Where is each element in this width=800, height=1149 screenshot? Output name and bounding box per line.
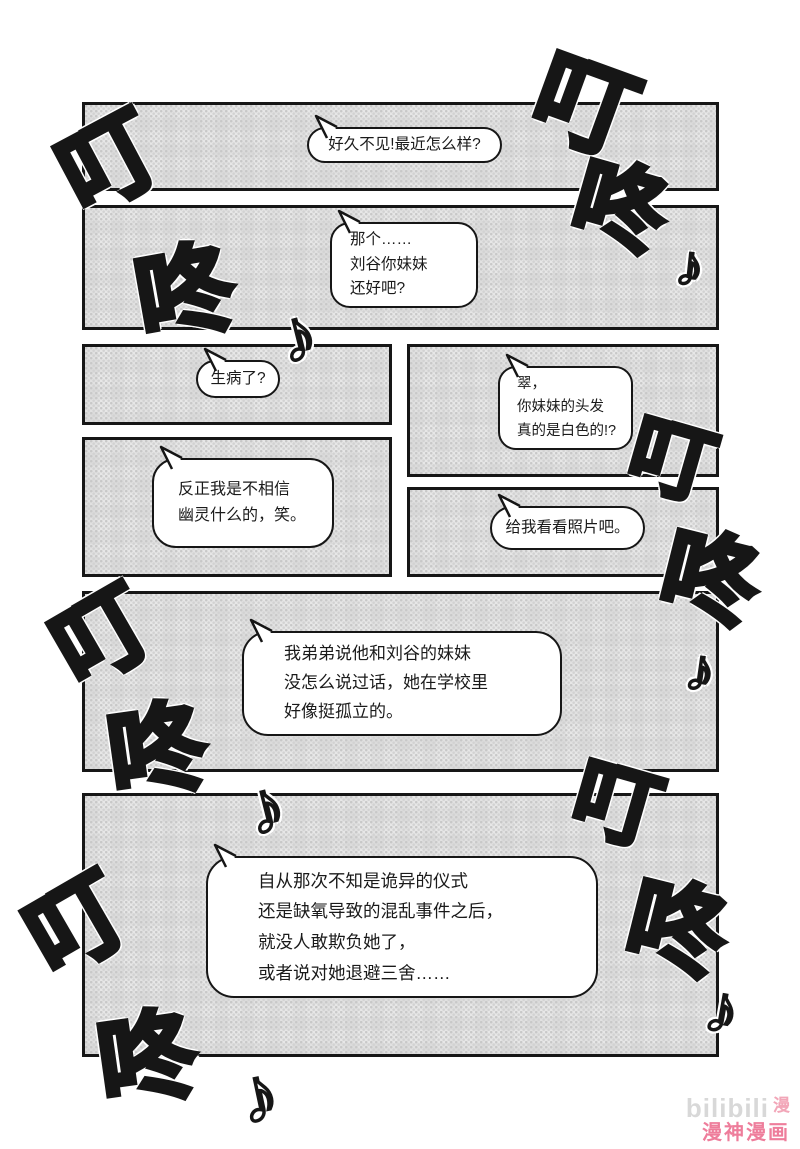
- bubble-tail: [159, 445, 183, 470]
- speech-bubble: 生病了?: [196, 347, 280, 398]
- speech-bubble: 好久不见!最近怎么样?: [307, 114, 502, 163]
- bubble-tail: [314, 114, 338, 139]
- bilibili-logo: bilibili: [685, 1093, 769, 1123]
- sfx-dong: 咚: [88, 995, 205, 1123]
- bubble-text: 还好吧?: [350, 280, 406, 298]
- bubble-tail: [203, 347, 227, 372]
- bubble-text: 我弟弟说他和刘谷的妹妹: [284, 644, 471, 664]
- watermark-name: 漫神漫画: [702, 1122, 790, 1144]
- bubble-text: 反正我是不相信: [178, 481, 291, 499]
- bubble-text: 没怎么说过话，她在学校里: [284, 673, 488, 693]
- speech-bubble: 给我看看照片吧。: [490, 493, 645, 550]
- bubble-text: 刘谷你妹妹: [350, 255, 428, 273]
- bubble-text: 好像挺孤立的。: [284, 701, 403, 721]
- speech-bubble: 我弟弟说他和刘谷的妹妹 没怎么说过话，她在学校里 好像挺孤立的。: [242, 618, 562, 736]
- watermark-badge: 漫: [773, 1096, 790, 1115]
- speech-bubble: 翠， 你妹妹的头发 真的是白色的!?: [498, 353, 633, 450]
- bubble-text: 给我看看照片吧。: [505, 518, 630, 536]
- bubble-text: 真的是白色的!?: [517, 422, 617, 439]
- bubble-tail: [213, 843, 237, 868]
- bubble-text: 还是缺氧导致的混乱事件之后，: [258, 901, 503, 922]
- speech-bubble: 自从那次不知是诡异的仪式 还是缺氧导致的混乱事件之后， 就没人敢欺负她了， 或者…: [206, 843, 598, 998]
- bubble-text: 那个……: [350, 230, 413, 248]
- music-note-icon: ♪: [671, 231, 709, 300]
- bubble-tail: [249, 618, 273, 643]
- bubble-text: 生病了?: [210, 369, 266, 387]
- bubble-text: 好久不见!最近怎么样?: [328, 135, 481, 153]
- speech-bubble: 反正我是不相信 幽灵什么的，笑。: [152, 445, 334, 548]
- bubble-tail: [497, 493, 521, 518]
- bubble-text: 或者说对她退避三舍……: [258, 962, 451, 983]
- sfx-dong: 咚: [98, 687, 215, 815]
- panel-7: [82, 591, 719, 772]
- bubble-tail: [337, 209, 361, 234]
- bubble-text: 自从那次不知是诡异的仪式: [258, 870, 468, 891]
- panel-8: [82, 793, 719, 1057]
- bubble-text: 翠，: [517, 376, 546, 393]
- bubble-tail: [505, 353, 529, 378]
- sfx-dong: 咚: [125, 228, 246, 358]
- bubble-text: 幽灵什么的，笑。: [178, 507, 307, 524]
- music-note-icon: ♪: [230, 1048, 288, 1143]
- bubble-text: 你妹妹的头发: [517, 399, 604, 416]
- bubble-text: 就没人敢欺负她了，: [258, 932, 416, 952]
- speech-bubble: 那个…… 刘谷你妹妹 还好吧?: [330, 209, 478, 308]
